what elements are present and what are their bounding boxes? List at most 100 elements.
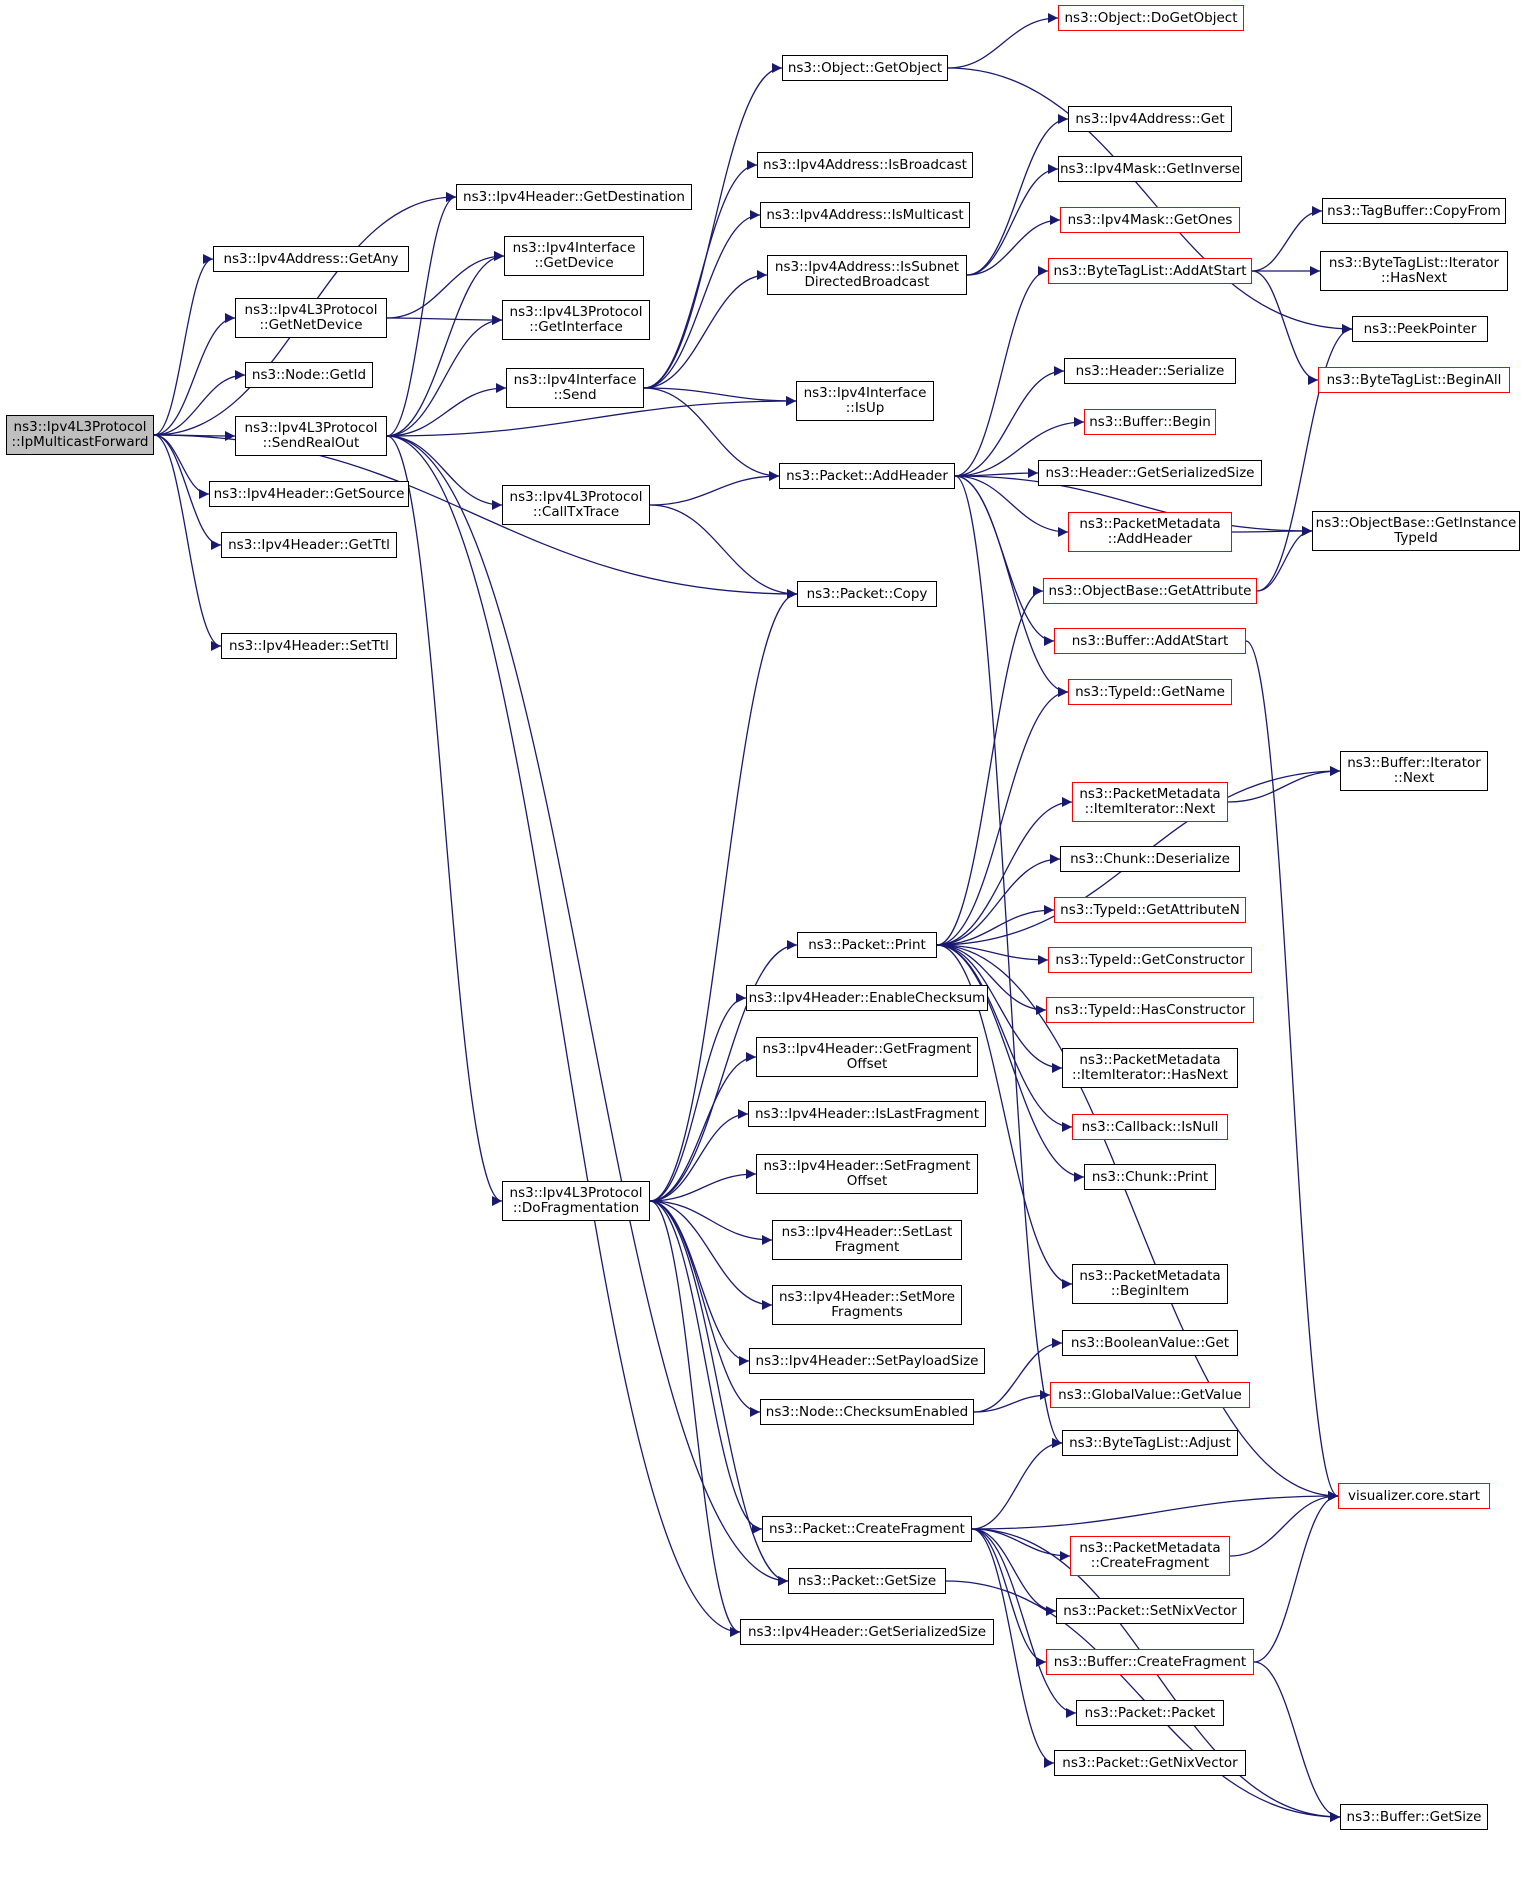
edge-sendRealOut-to-ifSend bbox=[386, 383, 507, 437]
edge-packetPrint-to-typeIdGetName bbox=[936, 687, 1069, 946]
edge-callTxTrace-to-packetCopy bbox=[649, 504, 798, 599]
edge-packetPrint-to-chunkDeserialize bbox=[936, 854, 1061, 946]
node-btlIterHasNext[interactable]: ns3::ByteTagList::Iterator::HasNext bbox=[1320, 251, 1508, 291]
node-label-line: ns3::Node::GetId bbox=[251, 366, 367, 383]
node-checksumEnabled[interactable]: ns3::Node::ChecksumEnabled bbox=[760, 1399, 974, 1425]
node-l3GetInterface[interactable]: ns3::Ipv4L3Protocol::GetInterface bbox=[502, 300, 650, 340]
node-pmItemNext[interactable]: ns3::PacketMetadata::ItemIterator::Next bbox=[1072, 782, 1228, 822]
node-label-line: ns3::Buffer::CreateFragment bbox=[1053, 1653, 1247, 1670]
node-label-line: ns3::Ipv4Header::GetSource bbox=[213, 485, 405, 502]
node-label-line: ns3::Packet::Copy bbox=[806, 585, 928, 602]
node-typeIdGetName[interactable]: ns3::TypeId::GetName bbox=[1068, 679, 1232, 705]
node-label-line: ns3::PacketMetadata bbox=[1079, 516, 1221, 532]
node-ifGetDevice[interactable]: ns3::Ipv4Interface::GetDevice bbox=[504, 236, 644, 276]
node-addHeader[interactable]: ns3::Packet::AddHeader bbox=[779, 463, 955, 489]
edge-packetPrint-to-chunkPrint bbox=[936, 944, 1085, 1182]
node-enableChecksum[interactable]: ns3::Ipv4Header::EnableChecksum bbox=[746, 985, 988, 1011]
node-getTtl[interactable]: ns3::Ipv4Header::GetTtl bbox=[221, 532, 397, 558]
node-maskGetInverse[interactable]: ns3::Ipv4Mask::GetInverse bbox=[1058, 156, 1242, 182]
node-label-line: ns3::Ipv4L3Protocol bbox=[13, 419, 147, 435]
node-label-line: ns3::Buffer::Iterator bbox=[1347, 755, 1481, 771]
node-ifIsUp[interactable]: ns3::Ipv4Interface::IsUp bbox=[796, 381, 934, 421]
node-btlBeginAll[interactable]: ns3::ByteTagList::BeginAll bbox=[1318, 367, 1510, 393]
node-label-line: ns3::PeekPointer bbox=[1363, 320, 1477, 337]
node-ifSend[interactable]: ns3::Ipv4Interface::Send bbox=[506, 368, 644, 408]
node-label-line: ::IpMulticastForward bbox=[11, 434, 149, 450]
node-doGetObject[interactable]: ns3::Object::DoGetObject bbox=[1058, 5, 1244, 31]
node-pmCreateFragment[interactable]: ns3::PacketMetadata::CreateFragment bbox=[1070, 1536, 1230, 1576]
node-callbackIsNull[interactable]: ns3::Callback::IsNull bbox=[1072, 1114, 1228, 1140]
edge-createFragment-to-packetPacket bbox=[971, 1528, 1077, 1718]
node-headerSerialize[interactable]: ns3::Header::Serialize bbox=[1064, 358, 1236, 384]
node-label-line: ns3::Packet::GetNixVector bbox=[1062, 1754, 1238, 1771]
node-setTtl[interactable]: ns3::Ipv4Header::SetTtl bbox=[221, 633, 397, 659]
node-pmItemHasNext[interactable]: ns3::PacketMetadata::ItemIterator::HasNe… bbox=[1062, 1048, 1238, 1088]
node-typeIdGetCtor[interactable]: ns3::TypeId::GetConstructor bbox=[1048, 947, 1252, 973]
edge-callTxTrace-to-addHeader bbox=[649, 471, 780, 506]
node-tagBufferCopyFrom[interactable]: ns3::TagBuffer::CopyFrom bbox=[1322, 198, 1506, 224]
node-sendRealOut[interactable]: ns3::Ipv4L3Protocol::SendRealOut bbox=[235, 416, 387, 456]
node-packetPacket[interactable]: ns3::Packet::Packet bbox=[1076, 1700, 1224, 1726]
node-bufferBegin[interactable]: ns3::Buffer::Begin bbox=[1084, 409, 1216, 435]
node-label-line: ::GetNetDevice bbox=[259, 317, 363, 333]
edge-isSubnetDB-to-maskGetInverse bbox=[966, 164, 1059, 276]
edge-root-to-packetCopy bbox=[153, 434, 798, 599]
node-doFragmentation[interactable]: ns3::Ipv4L3Protocol::DoFragmentation bbox=[502, 1181, 650, 1221]
node-btlAdjust[interactable]: ns3::ByteTagList::Adjust bbox=[1062, 1430, 1238, 1456]
node-setPayloadSize[interactable]: ns3::Ipv4Header::SetPayloadSize bbox=[749, 1348, 985, 1374]
node-label-line: ns3::Packet::Print bbox=[808, 936, 926, 953]
node-typeIdGetAttrN[interactable]: ns3::TypeId::GetAttributeN bbox=[1054, 897, 1246, 923]
node-label-line: ns3::Ipv4Header::SetFragment bbox=[763, 1158, 971, 1174]
node-isMulticast[interactable]: ns3::Ipv4Address::IsMulticast bbox=[760, 202, 970, 228]
node-getNixVector[interactable]: ns3::Packet::GetNixVector bbox=[1054, 1750, 1246, 1776]
node-chunkPrint[interactable]: ns3::Chunk::Print bbox=[1084, 1164, 1216, 1190]
edge-sendRealOut-to-ifGetDevice bbox=[386, 251, 505, 437]
node-packetCopy[interactable]: ns3::Packet::Copy bbox=[797, 581, 937, 607]
node-getAny[interactable]: ns3::Ipv4Address::GetAny bbox=[213, 246, 409, 272]
edge-pmCreateFragment-to-vizCoreStart bbox=[1229, 1491, 1339, 1557]
node-callTxTrace[interactable]: ns3::Ipv4L3Protocol::CallTxTrace bbox=[502, 485, 650, 525]
node-btlAddAtStart[interactable]: ns3::ByteTagList::AddAtStart bbox=[1048, 258, 1252, 284]
node-bufferCreateFragment[interactable]: ns3::Buffer::CreateFragment bbox=[1046, 1649, 1254, 1675]
node-bufferGetSize[interactable]: ns3::Buffer::GetSize bbox=[1340, 1804, 1488, 1830]
node-packetPrint[interactable]: ns3::Packet::Print bbox=[797, 932, 937, 958]
node-setNixVector[interactable]: ns3::Packet::SetNixVector bbox=[1056, 1598, 1244, 1624]
node-createFragment[interactable]: ns3::Packet::CreateFragment bbox=[762, 1516, 972, 1542]
node-label-line: ns3::Buffer::GetSize bbox=[1346, 1808, 1482, 1825]
node-pmAddHeader[interactable]: ns3::PacketMetadata::AddHeader bbox=[1068, 512, 1232, 552]
node-typeIdHasCtor[interactable]: ns3::TypeId::HasConstructor bbox=[1046, 997, 1254, 1023]
node-getDestination[interactable]: ns3::Ipv4Header::GetDestination bbox=[456, 184, 692, 210]
node-nodeGetId[interactable]: ns3::Node::GetId bbox=[245, 362, 373, 388]
node-getSerializedSizeV4[interactable]: ns3::Ipv4Header::GetSerializedSize bbox=[740, 1619, 994, 1645]
node-chunkDeserialize[interactable]: ns3::Chunk::Deserialize bbox=[1060, 846, 1240, 872]
node-label-line: ::DoFragmentation bbox=[512, 1200, 640, 1216]
node-bufferAddAtStart[interactable]: ns3::Buffer::AddAtStart bbox=[1054, 628, 1246, 654]
node-label-line: ::IsUp bbox=[845, 400, 885, 416]
edge-pmAddHeader-to-obGetInstanceTypeId bbox=[1231, 526, 1313, 537]
node-packetGetSize[interactable]: ns3::Packet::GetSize bbox=[788, 1568, 946, 1594]
node-isBroadcast[interactable]: ns3::Ipv4Address::IsBroadcast bbox=[757, 152, 973, 178]
node-headerGetSerSize[interactable]: ns3::Header::GetSerializedSize bbox=[1038, 460, 1262, 486]
node-vizCoreStart[interactable]: visualizer.core.start bbox=[1338, 1483, 1490, 1509]
node-peekPointer[interactable]: ns3::PeekPointer bbox=[1352, 316, 1488, 342]
node-addrGet[interactable]: ns3::Ipv4Address::Get bbox=[1068, 106, 1232, 132]
node-label-line: ns3::Node::ChecksumEnabled bbox=[765, 1403, 969, 1420]
node-maskGetOnes[interactable]: ns3::Ipv4Mask::GetOnes bbox=[1060, 207, 1240, 233]
node-isLastFragment[interactable]: ns3::Ipv4Header::IsLastFragment bbox=[748, 1101, 986, 1127]
node-pmBeginItem[interactable]: ns3::PacketMetadata::BeginItem bbox=[1072, 1264, 1228, 1304]
node-obGetAttribute[interactable]: ns3::ObjectBase::GetAttribute bbox=[1043, 578, 1257, 604]
node-getSource[interactable]: ns3::Ipv4Header::GetSource bbox=[209, 481, 409, 507]
node-l3GetNetDevice[interactable]: ns3::Ipv4L3Protocol::GetNetDevice bbox=[235, 298, 387, 338]
node-globalGetValue[interactable]: ns3::GlobalValue::GetValue bbox=[1050, 1382, 1250, 1408]
node-label-line: TypeId bbox=[1394, 530, 1438, 546]
node-boolValueGet[interactable]: ns3::BooleanValue::Get bbox=[1062, 1330, 1238, 1356]
node-objGetObject[interactable]: ns3::Object::GetObject bbox=[782, 55, 948, 81]
node-bufferIterNext[interactable]: ns3::Buffer::Iterator::Next bbox=[1340, 751, 1488, 791]
